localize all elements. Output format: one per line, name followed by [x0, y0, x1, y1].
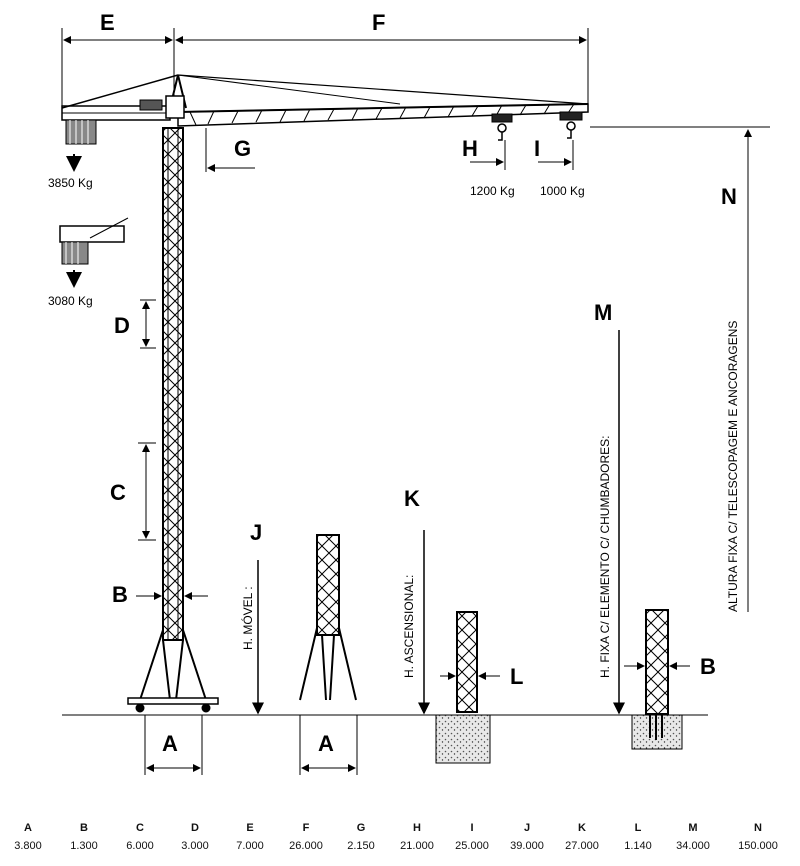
weight-counter-2: 3080 Kg — [48, 294, 93, 308]
label-f: F — [372, 10, 386, 35]
label-m: M — [594, 300, 613, 325]
spec-column-k: K 27.000 — [552, 822, 612, 852]
spec-key: B — [80, 822, 88, 834]
spec-value: 39.000 — [510, 840, 544, 852]
jib — [61, 74, 589, 145]
spec-value: 34.000 — [676, 840, 710, 852]
counterweight-block-2 — [59, 217, 129, 265]
label-k: K — [404, 486, 420, 511]
spec-table: A 3.800 B 1.300 C 6.000 D 3.000 E 7.000 F 26.000 G 2.… — [0, 822, 800, 866]
label-n: N — [721, 184, 737, 209]
spec-value: 21.000 — [400, 840, 434, 852]
spec-key: G — [356, 822, 366, 834]
dim-g — [205, 128, 255, 172]
spec-column-h: H 21.000 — [387, 822, 447, 852]
spec-value: 7.000 — [236, 840, 264, 852]
spec-column-j: J 39.000 — [497, 822, 557, 852]
weight-i: 1000 Kg — [540, 184, 585, 198]
spec-key: C — [136, 822, 144, 834]
dim-n — [590, 126, 770, 612]
spec-value: 1.300 — [70, 840, 98, 852]
crane-drawing — [59, 28, 770, 775]
spec-value: 26.000 — [289, 840, 323, 852]
spec-value: 25.000 — [455, 840, 489, 852]
label-l: L — [510, 664, 524, 689]
label-d: D — [114, 313, 130, 338]
label-a-base: A — [162, 731, 178, 756]
spec-key: N — [754, 822, 762, 834]
spec-column-m: M 34.000 — [663, 822, 723, 852]
spec-key: I — [470, 822, 474, 834]
spec-key: H — [413, 822, 421, 834]
spec-column-g: G 2.150 — [331, 822, 391, 852]
dim-c — [138, 442, 156, 541]
spec-column-a: A 3.800 — [0, 822, 58, 852]
dim-h — [470, 140, 506, 170]
spec-value: 27.000 — [565, 840, 599, 852]
label-e: E — [100, 10, 115, 35]
label-i: I — [534, 136, 541, 161]
spec-column-l: L 1.140 — [608, 822, 668, 852]
label-g: G — [234, 136, 252, 161]
spec-column-d: D 3.000 — [165, 822, 225, 852]
caption-h-fixa: H. FIXA C/ ELEMENTO C/ CHUMBADORES: — [598, 435, 612, 678]
label-j: J — [250, 520, 263, 545]
spec-value: 150.000 — [738, 840, 778, 852]
label-b-left: B — [112, 582, 128, 607]
spec-column-f: F 26.000 — [276, 822, 336, 852]
spec-key: K — [578, 822, 586, 834]
spec-key: M — [688, 822, 698, 834]
spec-column-n: N 150.000 — [728, 822, 788, 852]
label-b-fixed: B — [700, 654, 716, 679]
dim-d — [140, 299, 156, 349]
dim-e-f — [61, 28, 589, 110]
spec-column-c: C 6.000 — [110, 822, 170, 852]
fixed-tower — [613, 330, 690, 750]
spec-key: A — [24, 822, 32, 834]
spec-value: 1.140 — [624, 840, 652, 852]
mobile-base-tower — [252, 534, 358, 775]
caption-h-ascensional: H. ASCENSIONAL: — [402, 574, 416, 678]
spec-column-e: E 7.000 — [220, 822, 280, 852]
label-h: H — [462, 136, 478, 161]
spec-value: 3.800 — [14, 840, 42, 852]
spec-key: J — [523, 822, 531, 834]
spec-value: 3.000 — [181, 840, 209, 852]
dim-a-base — [144, 715, 203, 775]
spec-value: 6.000 — [126, 840, 154, 852]
ascensional-tower — [418, 530, 500, 764]
caption-altura-fixa: ALTURA FIXA C/ TELESCOPAGEM E ANCORAGENS — [726, 320, 740, 612]
spec-key: F — [302, 822, 310, 834]
main-tower — [127, 127, 219, 713]
caption-h-movel: H. MÓVEL : — [241, 586, 255, 650]
spec-value: 2.150 — [347, 840, 375, 852]
spec-column-i: I 25.000 — [442, 822, 502, 852]
weight-counter-1: 3850 Kg — [48, 176, 93, 190]
label-c: C — [110, 480, 126, 505]
spec-column-b: B 1.300 — [54, 822, 114, 852]
weight-h: 1200 Kg — [470, 184, 515, 198]
label-a-mobile: A — [318, 731, 334, 756]
spec-key: D — [191, 822, 199, 834]
spec-key: E — [246, 822, 254, 834]
dim-i — [538, 140, 574, 170]
spec-key: L — [634, 822, 642, 834]
